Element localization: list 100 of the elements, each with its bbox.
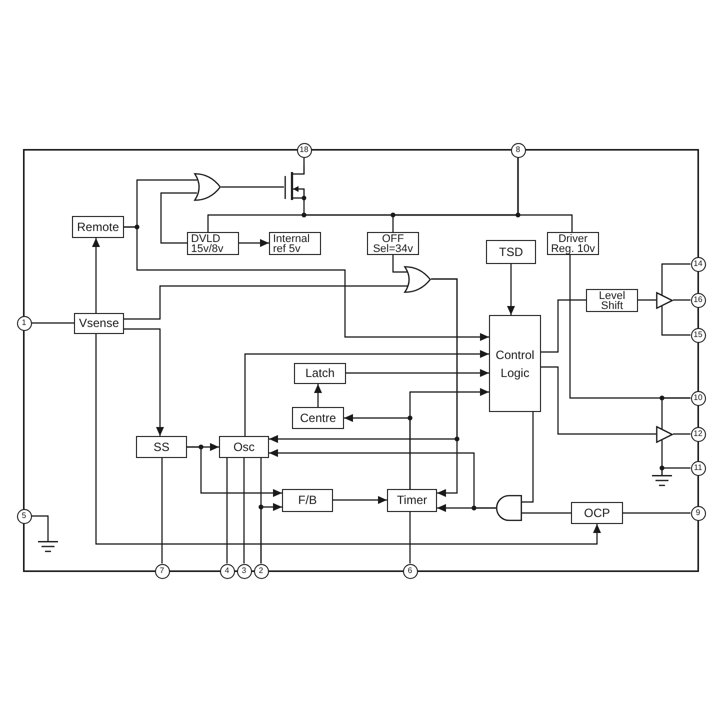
wire <box>673 299 690 301</box>
wire <box>661 467 690 475</box>
block-label: Driver Reg. 10v <box>550 234 596 254</box>
arrow <box>239 239 269 247</box>
wire <box>541 299 586 353</box>
pin-circle <box>510 142 526 158</box>
block-label: Internal ref 5v <box>273 234 311 254</box>
or-gate <box>194 173 221 201</box>
wire <box>673 433 690 435</box>
pin-number: 1 <box>22 319 26 327</box>
arrow <box>124 226 489 341</box>
pin-number: 2 <box>258 567 264 575</box>
mosfet-symbol <box>284 165 306 201</box>
pin-circle <box>16 316 32 330</box>
wire <box>221 186 284 188</box>
block-label: F/B <box>298 494 317 507</box>
pin-number: 18 <box>300 146 308 154</box>
pin-number: 5 <box>22 512 26 520</box>
wire <box>226 458 228 564</box>
pin-number: 7 <box>160 567 164 575</box>
function-block <box>486 240 536 264</box>
wire <box>243 458 245 564</box>
buffer-triangle <box>656 426 673 443</box>
function-block <box>586 289 638 312</box>
pin-number: 8 <box>516 146 520 154</box>
wire <box>409 512 411 564</box>
pin-circle <box>296 142 312 158</box>
pin-circle <box>236 564 252 578</box>
function-block <box>571 502 623 524</box>
pin-number: 6 <box>408 567 412 575</box>
arrow <box>431 278 458 497</box>
block-label: Osc <box>233 440 255 454</box>
block-label: Centre <box>300 412 336 424</box>
pin-circle <box>690 292 706 308</box>
ground-symbol <box>38 541 58 553</box>
block-label: Level Shift <box>598 290 626 310</box>
pin-circle <box>254 564 268 578</box>
pin-circle <box>154 564 170 578</box>
block-label: OFF Sel=34v <box>372 234 414 254</box>
function-block <box>187 232 239 255</box>
arrow <box>260 503 282 564</box>
arrow <box>92 238 100 313</box>
function-block <box>74 313 124 334</box>
function-block <box>387 489 437 512</box>
pin-circle <box>690 390 706 406</box>
arrow <box>314 384 322 407</box>
pin-number: 14 <box>694 260 702 268</box>
block-label: TSD <box>499 246 523 258</box>
wire <box>661 306 690 336</box>
block-label: Remote <box>76 220 120 234</box>
pin-circle <box>690 460 706 476</box>
arrow <box>95 334 601 545</box>
pin-number: 10 <box>694 394 702 402</box>
block-label: Timer <box>396 494 428 507</box>
wire <box>522 512 571 514</box>
arrow <box>344 414 411 489</box>
ground-symbol <box>652 475 672 487</box>
function-block <box>367 232 419 255</box>
wire <box>661 397 690 429</box>
function-block <box>219 436 269 458</box>
pin-number: 4 <box>224 567 230 575</box>
wire <box>161 458 163 564</box>
block-label: OCP <box>584 506 610 520</box>
arrow <box>269 449 496 509</box>
wire <box>522 412 534 503</box>
wire <box>623 512 690 514</box>
pin-circle <box>16 508 32 524</box>
wire <box>638 299 656 301</box>
pin-number: 15 <box>694 331 702 339</box>
function-block <box>294 363 346 384</box>
block-label: DVLD 15v/8v <box>191 234 224 254</box>
pin-number: 3 <box>242 567 246 575</box>
pin-number: 12 <box>694 430 702 438</box>
or-gate <box>404 266 431 293</box>
block-label: Control Logic <box>494 346 536 382</box>
buffer-triangle <box>656 292 673 309</box>
function-block <box>489 315 541 412</box>
wire <box>124 285 408 320</box>
function-block <box>269 232 321 255</box>
wire <box>392 255 407 273</box>
pin-circle <box>690 506 706 520</box>
arrow <box>333 496 387 504</box>
pin-number: 11 <box>694 464 702 472</box>
block-label: Latch <box>305 367 335 380</box>
pin-circle <box>220 564 234 578</box>
wire <box>517 158 573 232</box>
pin-number: 9 <box>696 509 700 517</box>
arrow <box>124 328 164 436</box>
pin-circle <box>690 328 706 342</box>
wire <box>541 366 656 435</box>
wire <box>160 192 197 244</box>
block-label: Vsense <box>78 317 120 330</box>
wire <box>32 322 74 324</box>
wire <box>661 263 690 295</box>
wire <box>32 515 49 541</box>
function-block <box>72 216 124 238</box>
arrow <box>187 446 282 497</box>
pin-circle <box>690 426 706 442</box>
pin-circle <box>690 256 706 272</box>
function-block <box>136 436 187 458</box>
